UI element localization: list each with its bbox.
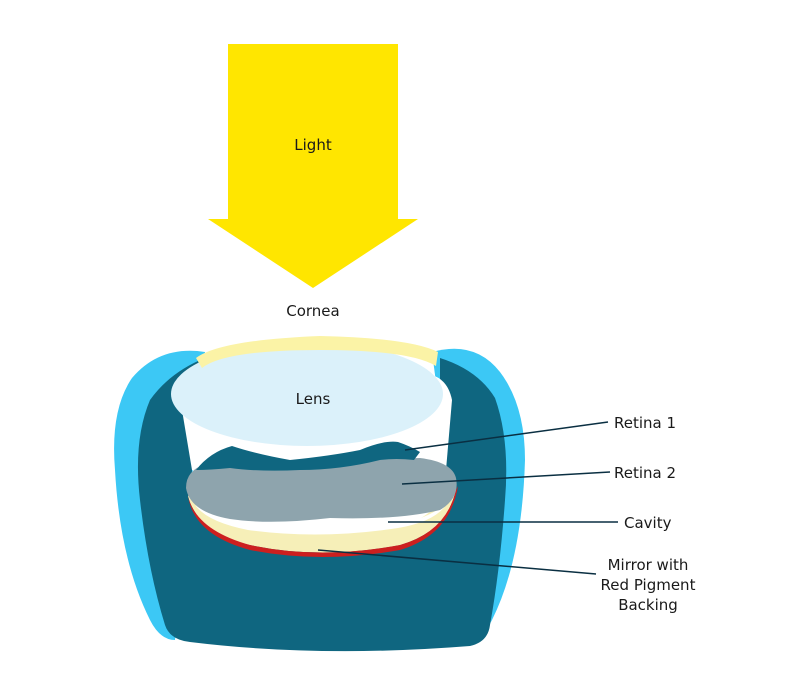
mirror-label-line-2: Red Pigment: [601, 576, 696, 594]
eye-body: [137, 358, 507, 652]
cornea: [196, 336, 438, 368]
light-arrow: [208, 44, 418, 288]
leader-line-retina-1: [404, 421, 609, 451]
retina-2: [186, 458, 457, 522]
cornea-label: Cornea: [286, 302, 339, 320]
mirror-label-line-3: Backing: [618, 596, 678, 614]
light-label: Light: [294, 136, 332, 154]
leader-line-retina-2: [401, 471, 611, 485]
retina-1: [196, 441, 420, 471]
retina-1-label: Retina 1: [614, 414, 676, 432]
cavity: [194, 500, 448, 535]
lens: [171, 342, 443, 446]
retina-2-label: Retina 2: [614, 464, 676, 482]
leader-line-mirror: [317, 549, 597, 575]
mirror-layer: [188, 480, 456, 553]
mirror-label-line-1: Mirror with: [608, 556, 689, 574]
lens-label: Lens: [296, 390, 331, 408]
cavity-label: Cavity: [624, 514, 672, 532]
